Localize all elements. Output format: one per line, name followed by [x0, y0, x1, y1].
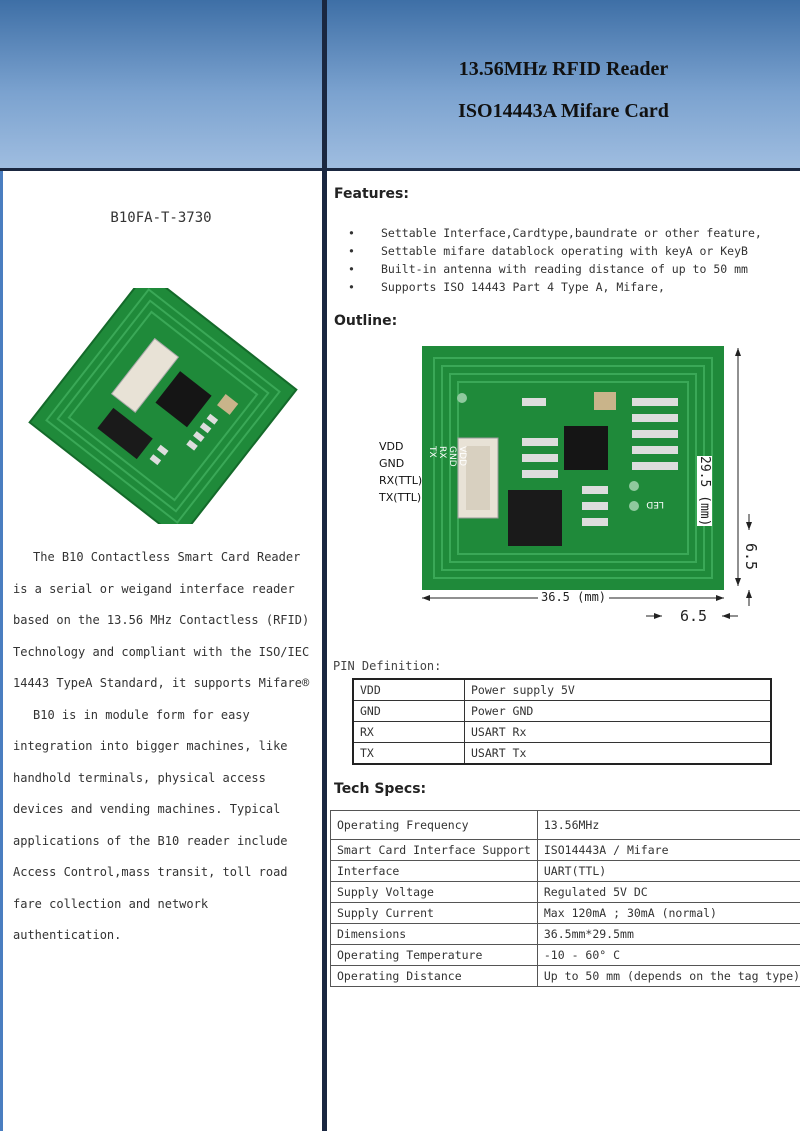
- feature-item: Built-in antenna with reading distance o…: [348, 260, 762, 278]
- pin-name-cell: TX: [352, 742, 465, 765]
- spec-value-cell: -10 - 60° C: [536, 944, 800, 966]
- outline-diagram: VDD GND RX TX LED: [422, 346, 724, 590]
- spec-label-cell: Interface: [330, 860, 538, 882]
- description-paragraph: B10 is in module form for easy integrati…: [13, 707, 288, 943]
- pin-label: TX(TTL): [379, 491, 422, 504]
- pin-label: GND: [379, 457, 405, 470]
- spec-label-cell: Operating Frequency: [330, 810, 538, 840]
- pin-definition-table: VDD Power supply 5V GND Power GND RX USA…: [352, 678, 772, 765]
- dimension-width: 36.5 (mm): [538, 590, 610, 604]
- spec-label-cell: Operating Distance: [330, 965, 538, 987]
- board-silkscreen-led: LED: [646, 499, 664, 509]
- features-list: Settable Interface,Cardtype,baundrate or…: [348, 224, 762, 296]
- table-row: Operating Frequency 13.56MHz: [330, 810, 800, 840]
- pin-label: VDD: [379, 440, 404, 453]
- feature-item: Settable mifare datablock operating with…: [348, 242, 762, 260]
- spec-label-cell: Supply Voltage: [330, 881, 538, 903]
- pin-definition-heading: PIN Definition:: [333, 659, 442, 673]
- outline-pin-labels: VDD GND RX(TTL) TX(TTL): [379, 438, 422, 506]
- spec-value-cell: Up to 50 mm (depends on the tag type): [536, 965, 800, 987]
- tech-specs-heading: Tech Specs:: [334, 781, 427, 797]
- feature-item: Supports ISO 14443 Part 4 Type A, Mifare…: [348, 278, 762, 296]
- spec-value-cell: ISO14443A / Mifare: [536, 839, 800, 861]
- feature-item: Settable Interface,Cardtype,baundrate or…: [348, 224, 762, 242]
- description-paragraph: The B10 Contactless Smart Card Reader is…: [13, 550, 310, 690]
- page-title-line1: 13.56MHz RFID Reader: [458, 58, 669, 80]
- table-row: Interface UART(TTL): [330, 860, 800, 882]
- tech-specs-table: Operating Frequency 13.56MHz Smart Card …: [330, 810, 800, 987]
- features-heading: Features:: [334, 186, 409, 202]
- board-silkscreen-vdd: VDD: [457, 446, 467, 466]
- table-row: GND Power GND: [352, 700, 772, 722]
- header-band-right: [327, 0, 800, 168]
- pin-name-cell: VDD: [352, 678, 465, 701]
- pin-label: RX(TTL): [379, 474, 423, 487]
- table-row: Operating Temperature -10 - 60° C: [330, 944, 800, 966]
- spec-label-cell: Dimensions: [330, 923, 538, 945]
- spec-label-cell: Smart Card Interface Support: [330, 839, 538, 861]
- table-row: Smart Card Interface Support ISO14443A /…: [330, 839, 800, 861]
- pin-description-cell: Power GND: [464, 700, 772, 722]
- table-row: Supply Voltage Regulated 5V DC: [330, 881, 800, 903]
- dimension-right-margin: 6.5: [742, 543, 760, 571]
- spec-value-cell: Max 120mA ; 30mA (normal): [536, 902, 800, 924]
- table-row: TX USART Tx: [352, 742, 772, 765]
- spec-value-cell: Regulated 5V DC: [536, 881, 800, 903]
- spec-label-cell: Operating Temperature: [330, 944, 538, 966]
- horizontal-divider-left: [0, 168, 322, 171]
- dimension-bottom-margin: 6.5: [680, 607, 708, 625]
- header-band-left: [0, 0, 322, 168]
- outline-heading: Outline:: [334, 313, 398, 329]
- product-photo: [28, 288, 298, 524]
- table-row: Supply Current Max 120mA ; 30mA (normal): [330, 902, 800, 924]
- vertical-divider: [322, 0, 327, 1131]
- model-number: B10FA-T-3730: [110, 210, 212, 226]
- pin-name-cell: GND: [352, 700, 465, 722]
- dimension-height: 29.5 (mm): [697, 456, 712, 527]
- pin-description-cell: USART Tx: [464, 742, 772, 765]
- page-title-line2: ISO14443A Mifare Card: [458, 100, 669, 122]
- spec-label-cell: Supply Current: [330, 902, 538, 924]
- spec-value-cell: 36.5mm*29.5mm: [536, 923, 800, 945]
- table-row: RX USART Rx: [352, 721, 772, 743]
- spec-value-cell: UART(TTL): [536, 860, 800, 882]
- board-silkscreen-gnd: GND: [447, 446, 457, 467]
- board-silkscreen-rx: RX: [437, 446, 447, 458]
- pin-description-cell: Power supply 5V: [464, 678, 772, 701]
- pin-description-cell: USART Rx: [464, 721, 772, 743]
- left-panel: [0, 171, 322, 1131]
- table-row: Dimensions 36.5mm*29.5mm: [330, 923, 800, 945]
- table-row: VDD Power supply 5V: [352, 678, 772, 701]
- product-description: The B10 Contactless Smart Card Reader is…: [13, 542, 313, 952]
- board-silkscreen-tx: TX: [427, 445, 437, 458]
- spec-value-cell: 13.56MHz: [536, 810, 800, 840]
- horizontal-divider-right: [327, 168, 800, 171]
- pin-name-cell: RX: [352, 721, 465, 743]
- table-row: Operating Distance Up to 50 mm (depends …: [330, 965, 800, 987]
